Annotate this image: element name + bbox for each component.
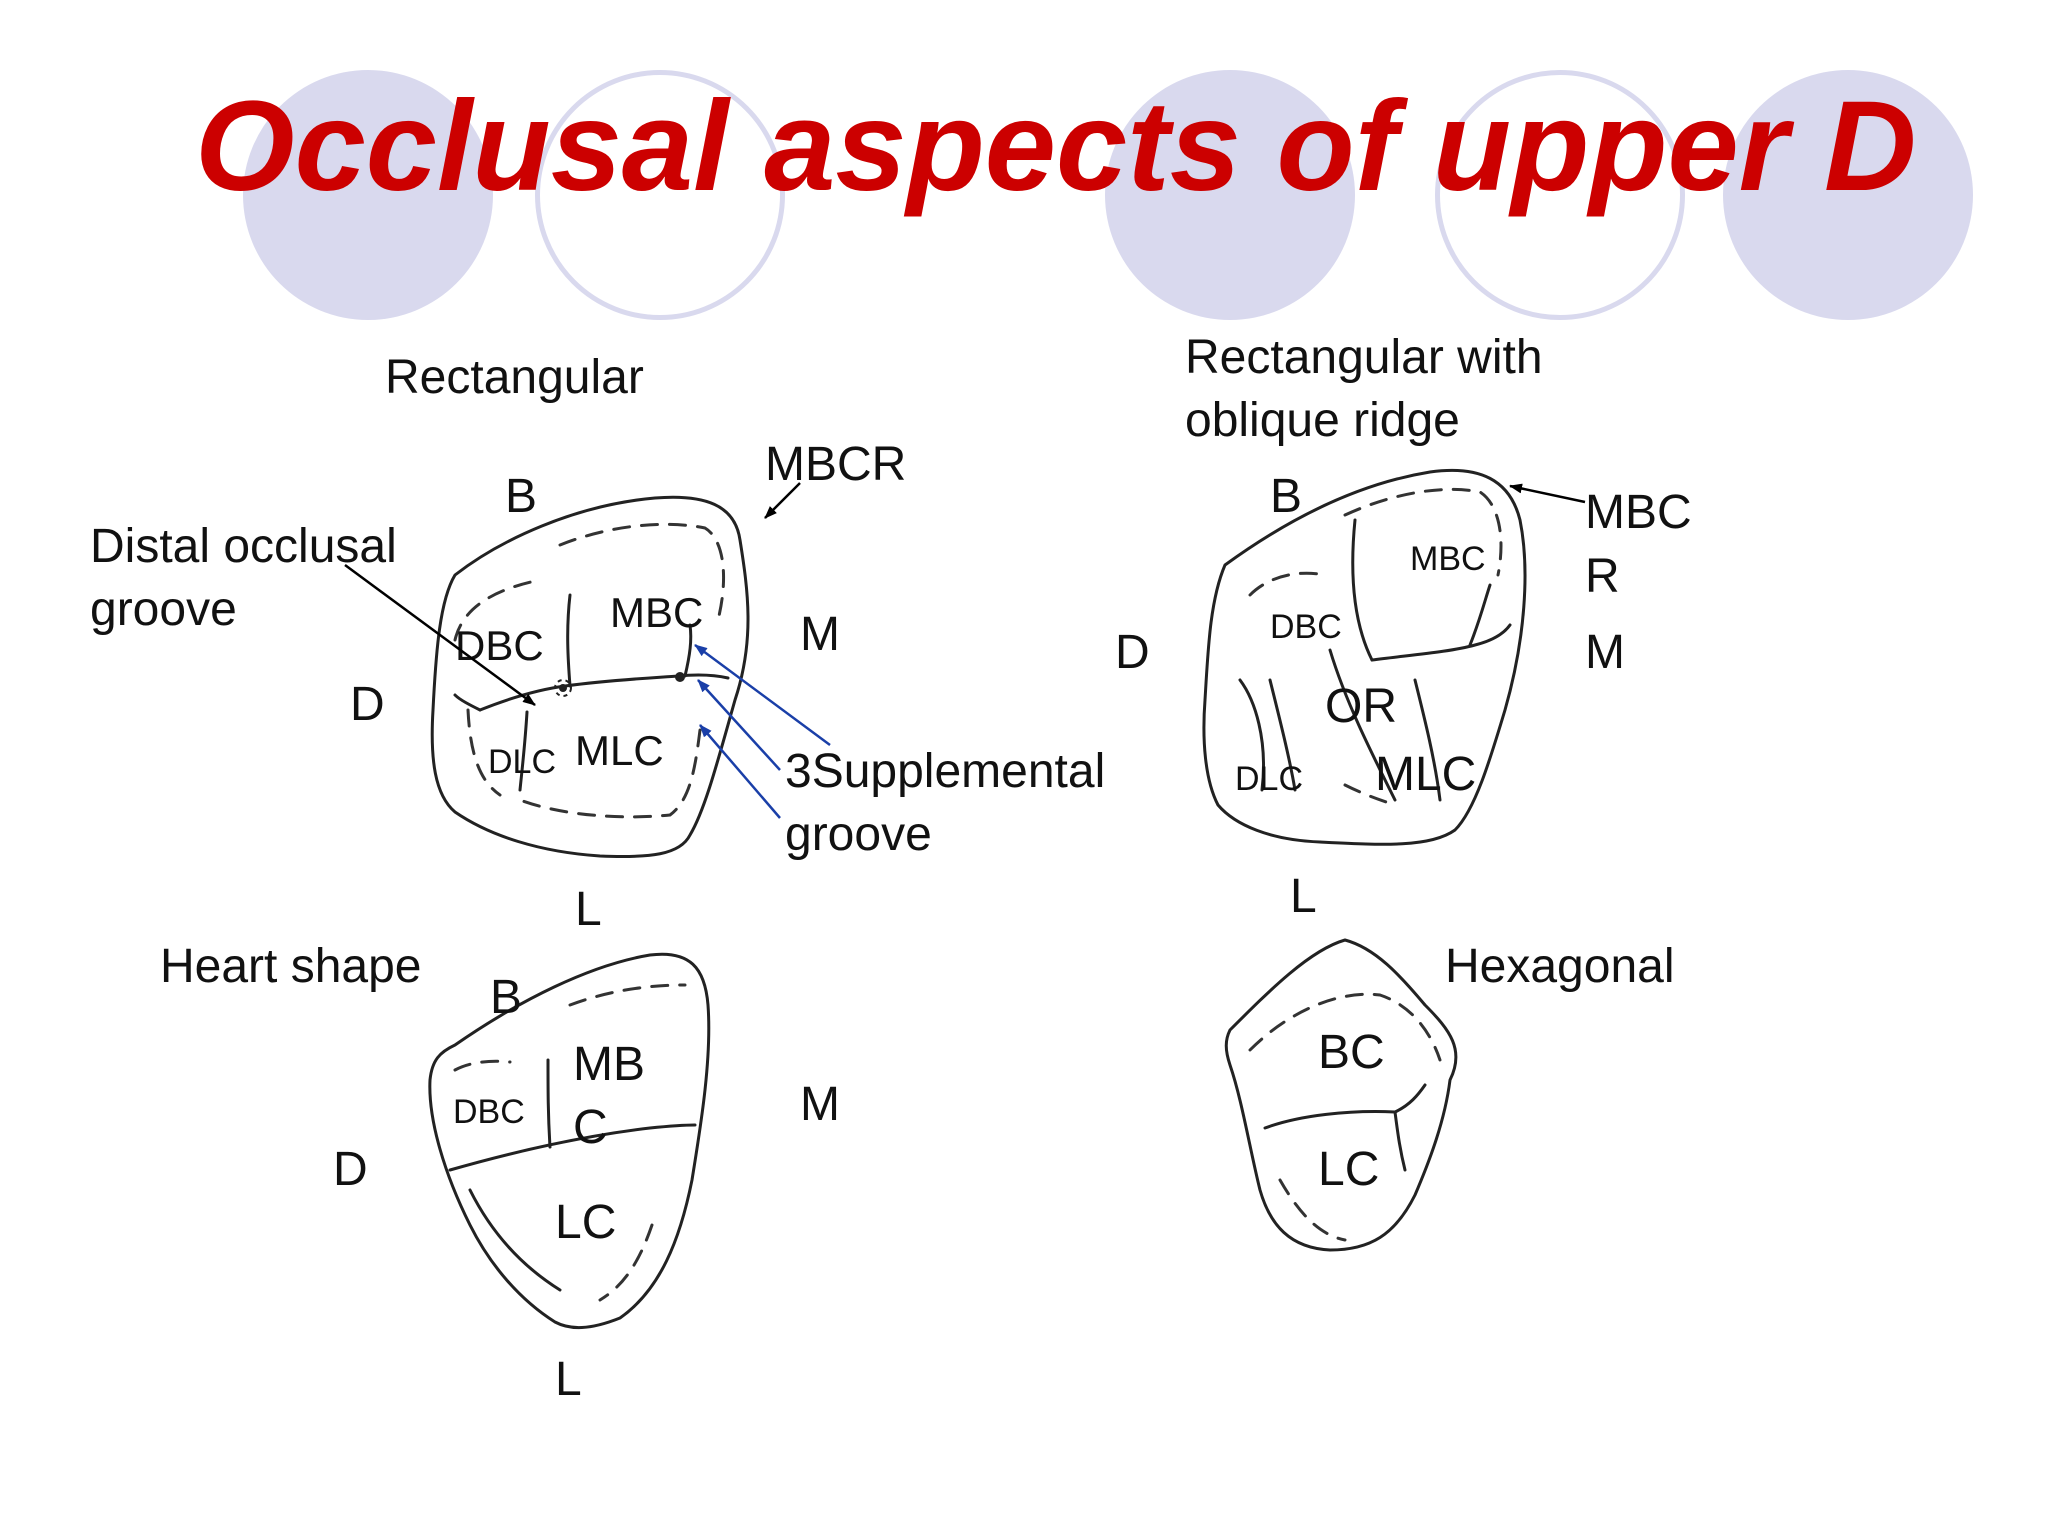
distal-groove-callout-line1: Distal occlusal <box>90 520 397 573</box>
oblique-mesial-label: M <box>1585 626 1625 679</box>
heart-mbc-label-line1: MB <box>573 1038 645 1091</box>
rectangular-mesial-groove <box>683 623 693 678</box>
oblique-ridge-line <box>1268 678 1297 792</box>
rectangular-dlc-label: DLC <box>488 743 556 781</box>
oblique-mbcr-callout-line1: MBC <box>1585 486 1692 539</box>
mesial-pit <box>675 672 685 682</box>
heart-mesial-label: M <box>800 1078 840 1131</box>
rectangular-distal-label: D <box>350 678 385 731</box>
mbcr-callout-label: MBCR <box>765 438 906 491</box>
oblique-buccal-label: B <box>1270 470 1302 523</box>
rectangular-cusp-ridge <box>518 728 702 819</box>
decorative-circle-3 <box>1105 70 1355 320</box>
oblique-buccal-groove <box>1351 518 1374 662</box>
oblique-shape-label-line2: oblique ridge <box>1185 394 1460 447</box>
oblique-dlc-label: DLC <box>1235 760 1303 798</box>
rectangular-mlc-label: MLC <box>575 727 664 774</box>
hexagonal-cusp-ridge <box>1248 992 1442 1062</box>
panel-hexagonal: Hexagonal BC LC <box>1224 938 1675 1252</box>
oblique-cusp-ridge <box>1343 783 1397 807</box>
heart-lc-label: LC <box>555 1196 616 1249</box>
hexagonal-central-groove <box>1263 1083 1427 1130</box>
rectangular-dbc-label: DBC <box>455 622 544 669</box>
rectangular-buccal-groove <box>566 593 572 688</box>
oblique-shape-label-line1: Rectangular with <box>1185 331 1543 384</box>
supplemental-groove-arrow-2 <box>697 679 781 771</box>
oblique-mesial-groove <box>1468 583 1492 647</box>
heart-buccal-groove <box>546 1058 552 1149</box>
hexagonal-crown-outline <box>1224 938 1458 1252</box>
panel-heart-shape: Heart shape B D M L DBC MB C LC <box>160 940 840 1406</box>
rectangular-buccal-label: B <box>505 470 537 523</box>
oblique-dbc-label: DBC <box>1270 608 1342 646</box>
page-title: Occlusal aspects of upper D <box>195 75 1917 218</box>
rectangular-cusp-ridge <box>466 708 502 797</box>
oblique-distal-groove <box>1238 678 1265 792</box>
heart-mbc-label-line2: C <box>573 1101 608 1154</box>
panel-oblique-ridge: Rectangular with oblique ridge B D M L M… <box>1115 331 1692 923</box>
oblique-mbcr-pointer-arrow <box>1509 483 1586 504</box>
supplemental-groove-arrow-1 <box>694 643 831 747</box>
rectangular-mesial-label: M <box>800 608 840 661</box>
hexagonal-cusp-ridge <box>1278 1178 1347 1242</box>
oblique-mbc-label: MBC <box>1410 540 1486 578</box>
hexagonal-lingual-groove <box>1393 1110 1407 1172</box>
oblique-or-label: OR <box>1325 680 1397 733</box>
hexagonal-shape-label: Hexagonal <box>1445 940 1675 993</box>
distal-groove-pointer-arrow <box>344 563 536 707</box>
oblique-distal-label: D <box>1115 626 1150 679</box>
distal-pit <box>554 679 572 697</box>
rectangular-central-groove <box>478 673 730 712</box>
oblique-cusp-ridge <box>1343 487 1503 577</box>
heart-lingual-label: L <box>555 1353 582 1406</box>
heart-cusp-ridge <box>568 983 687 1007</box>
mbcr-pointer-arrow <box>764 482 801 519</box>
distal-pit-center <box>559 684 567 692</box>
oblique-cusp-ridge <box>1248 571 1327 597</box>
rectangular-shape-label: Rectangular <box>385 351 644 404</box>
decorative-circle-1 <box>243 70 493 320</box>
supplemental-groove-callout-line1: 3Supplemental <box>785 745 1105 798</box>
rectangular-cusp-ridge <box>453 578 542 642</box>
oblique-lingual-label: L <box>1290 870 1317 923</box>
rectangular-lingual-label: L <box>575 883 602 936</box>
oblique-ridge-line <box>1328 648 1397 802</box>
oblique-central-groove <box>1370 623 1512 662</box>
oblique-mbcr-callout-line2: R <box>1585 550 1620 603</box>
hexagonal-bc-label: BC <box>1318 1026 1385 1079</box>
oblique-mlc-label: MLC <box>1375 748 1476 801</box>
heart-buccal-label: B <box>490 971 522 1024</box>
supplemental-groove-arrow-3 <box>699 724 781 819</box>
oblique-crown-outline <box>1202 468 1527 846</box>
oblique-ridge-line <box>1413 678 1442 802</box>
heart-central-groove <box>448 1123 697 1172</box>
decorative-circle-2 <box>535 70 785 320</box>
decorative-circle-5 <box>1723 70 1973 320</box>
rectangular-cusp-ridge <box>558 522 726 622</box>
rectangular-distal-groove <box>453 693 482 712</box>
heart-lingual-cusp-ridge <box>468 1188 562 1292</box>
heart-crown-outline <box>428 952 711 1330</box>
hexagonal-lc-label: LC <box>1318 1143 1379 1196</box>
rectangular-mbc-label: MBC <box>610 589 703 636</box>
heart-cusp-ridge <box>453 1059 512 1072</box>
panel-rectangular: Rectangular B D M L DBC MBC DLC MLC MBCR… <box>90 351 1105 936</box>
distal-groove-callout-line2: groove <box>90 583 237 636</box>
heart-dbc-label: DBC <box>453 1093 525 1131</box>
heart-shape-label: Heart shape <box>160 940 422 993</box>
rectangular-crown-outline <box>430 495 750 859</box>
supplemental-groove-callout-line2: groove <box>785 808 932 861</box>
decorative-circle-4 <box>1435 70 1685 320</box>
heart-cusp-ridge <box>598 1223 654 1302</box>
rectangular-lingual-groove <box>518 710 529 792</box>
heart-distal-label: D <box>333 1143 368 1196</box>
